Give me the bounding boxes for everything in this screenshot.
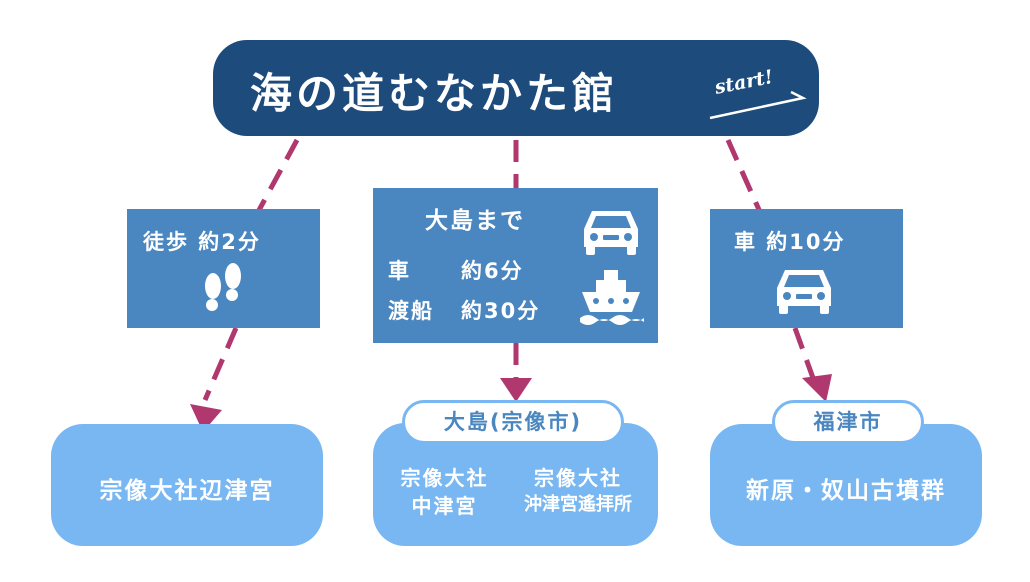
route-panel-walk (127, 209, 320, 328)
route-panel-car (710, 209, 903, 328)
arrowhead-left (190, 404, 222, 432)
arrow-left-bottom (202, 327, 239, 401)
hetsumiya-name: 宗像大社辺津宮 (99, 478, 275, 504)
arrow-right-top (725, 138, 763, 214)
nakatsumiya-line1: 宗像大社 (400, 466, 489, 490)
destination-hetsumiya (51, 424, 323, 546)
title-banner (213, 40, 819, 136)
shinbaru-nuyama-name: 新原・奴山古墳群 (746, 478, 946, 504)
footprints-icon (205, 263, 241, 311)
car-label: 車 (388, 259, 411, 283)
okitsumiya-line1: 宗像大社 (534, 466, 622, 490)
nakatsumiya-line2: 中津宮 (411, 494, 478, 518)
ferry-time: 約30分 (461, 299, 541, 323)
car-icon (777, 270, 831, 314)
arrowhead-center (500, 378, 532, 402)
walk-time: 徒歩 約2分 (143, 230, 261, 254)
destination-fukutsu (710, 424, 982, 546)
arrow-left-top (255, 138, 300, 214)
start-underline-arrow (709, 90, 807, 120)
fukutsu-area-tag: 福津市 (772, 400, 924, 444)
car-time-right: 車 約10分 (734, 230, 846, 254)
oshima-heading: 大島まで (425, 208, 525, 234)
ferry-label: 渡船 (388, 299, 434, 323)
arrowhead-right (802, 374, 832, 402)
oshima-area-tag: 大島(宗像市) (402, 400, 624, 444)
okitsumiya-line2: 沖津宮遙拝所 (524, 494, 632, 515)
arrow-right-bottom (792, 327, 816, 379)
museum-title: 海の道むなかた館 (250, 69, 619, 118)
car-time: 約6分 (461, 259, 524, 283)
ferry-icon (580, 270, 644, 325)
car-icon (584, 211, 638, 255)
